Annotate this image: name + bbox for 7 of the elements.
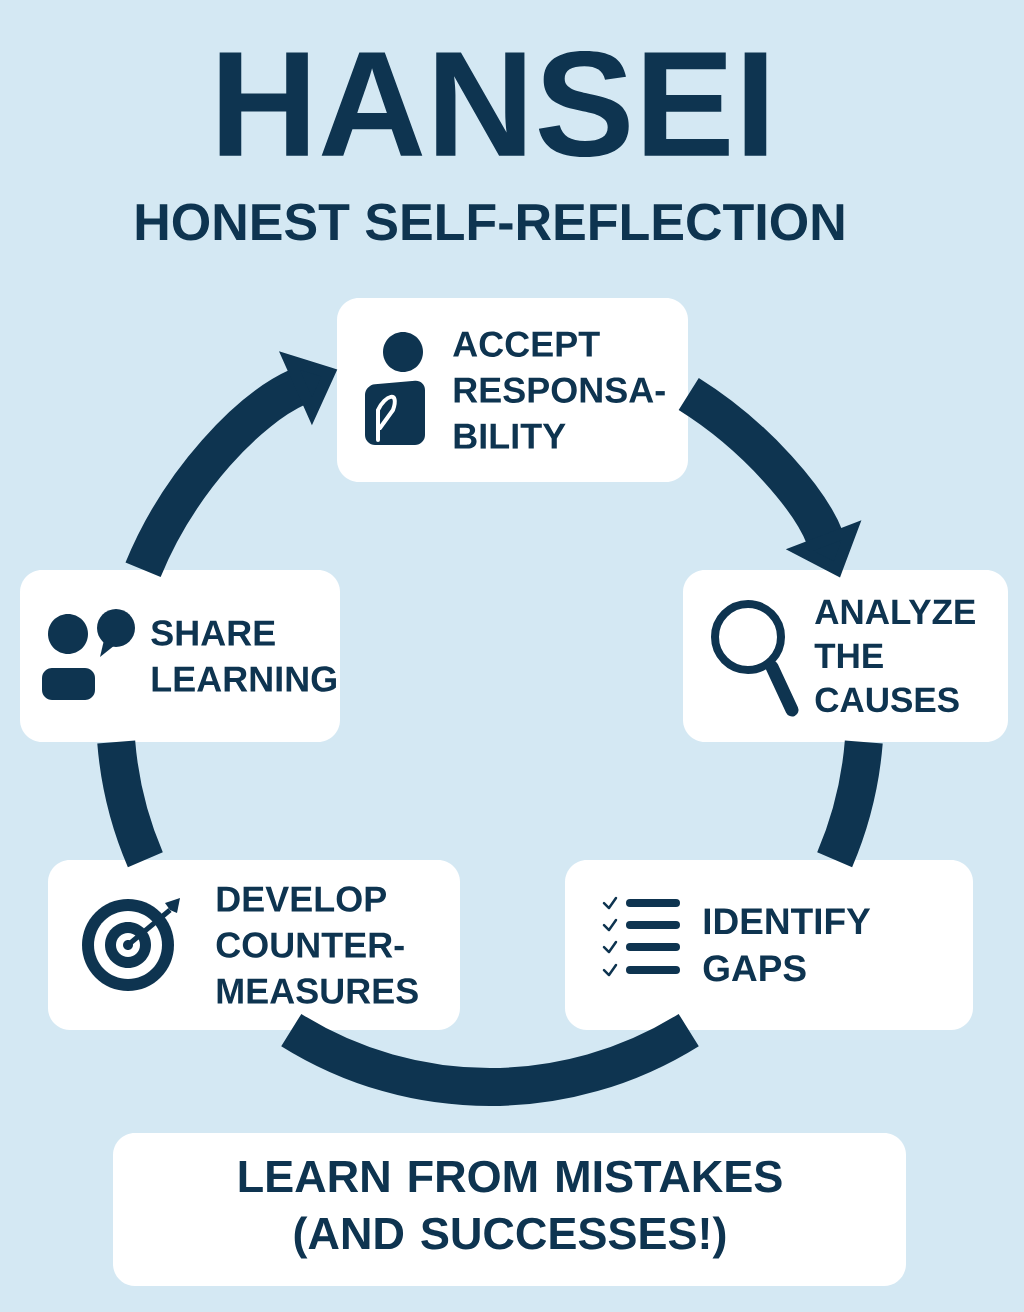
summary-box: LEARN FROM MISTAKES (AND SUCCESSES!) xyxy=(113,1133,906,1286)
step-box: SHARE LEARNING xyxy=(20,570,340,742)
step-box: ACCEPT RESPONSA- BILITY xyxy=(337,298,688,482)
subtitle: HONEST SELF-REFLECTION xyxy=(136,203,844,241)
step-box: IDENTIFY GAPS xyxy=(565,860,973,1030)
step-box: ANALYZE THE CAUSES xyxy=(683,570,1008,742)
title: HANSEI xyxy=(219,50,767,158)
